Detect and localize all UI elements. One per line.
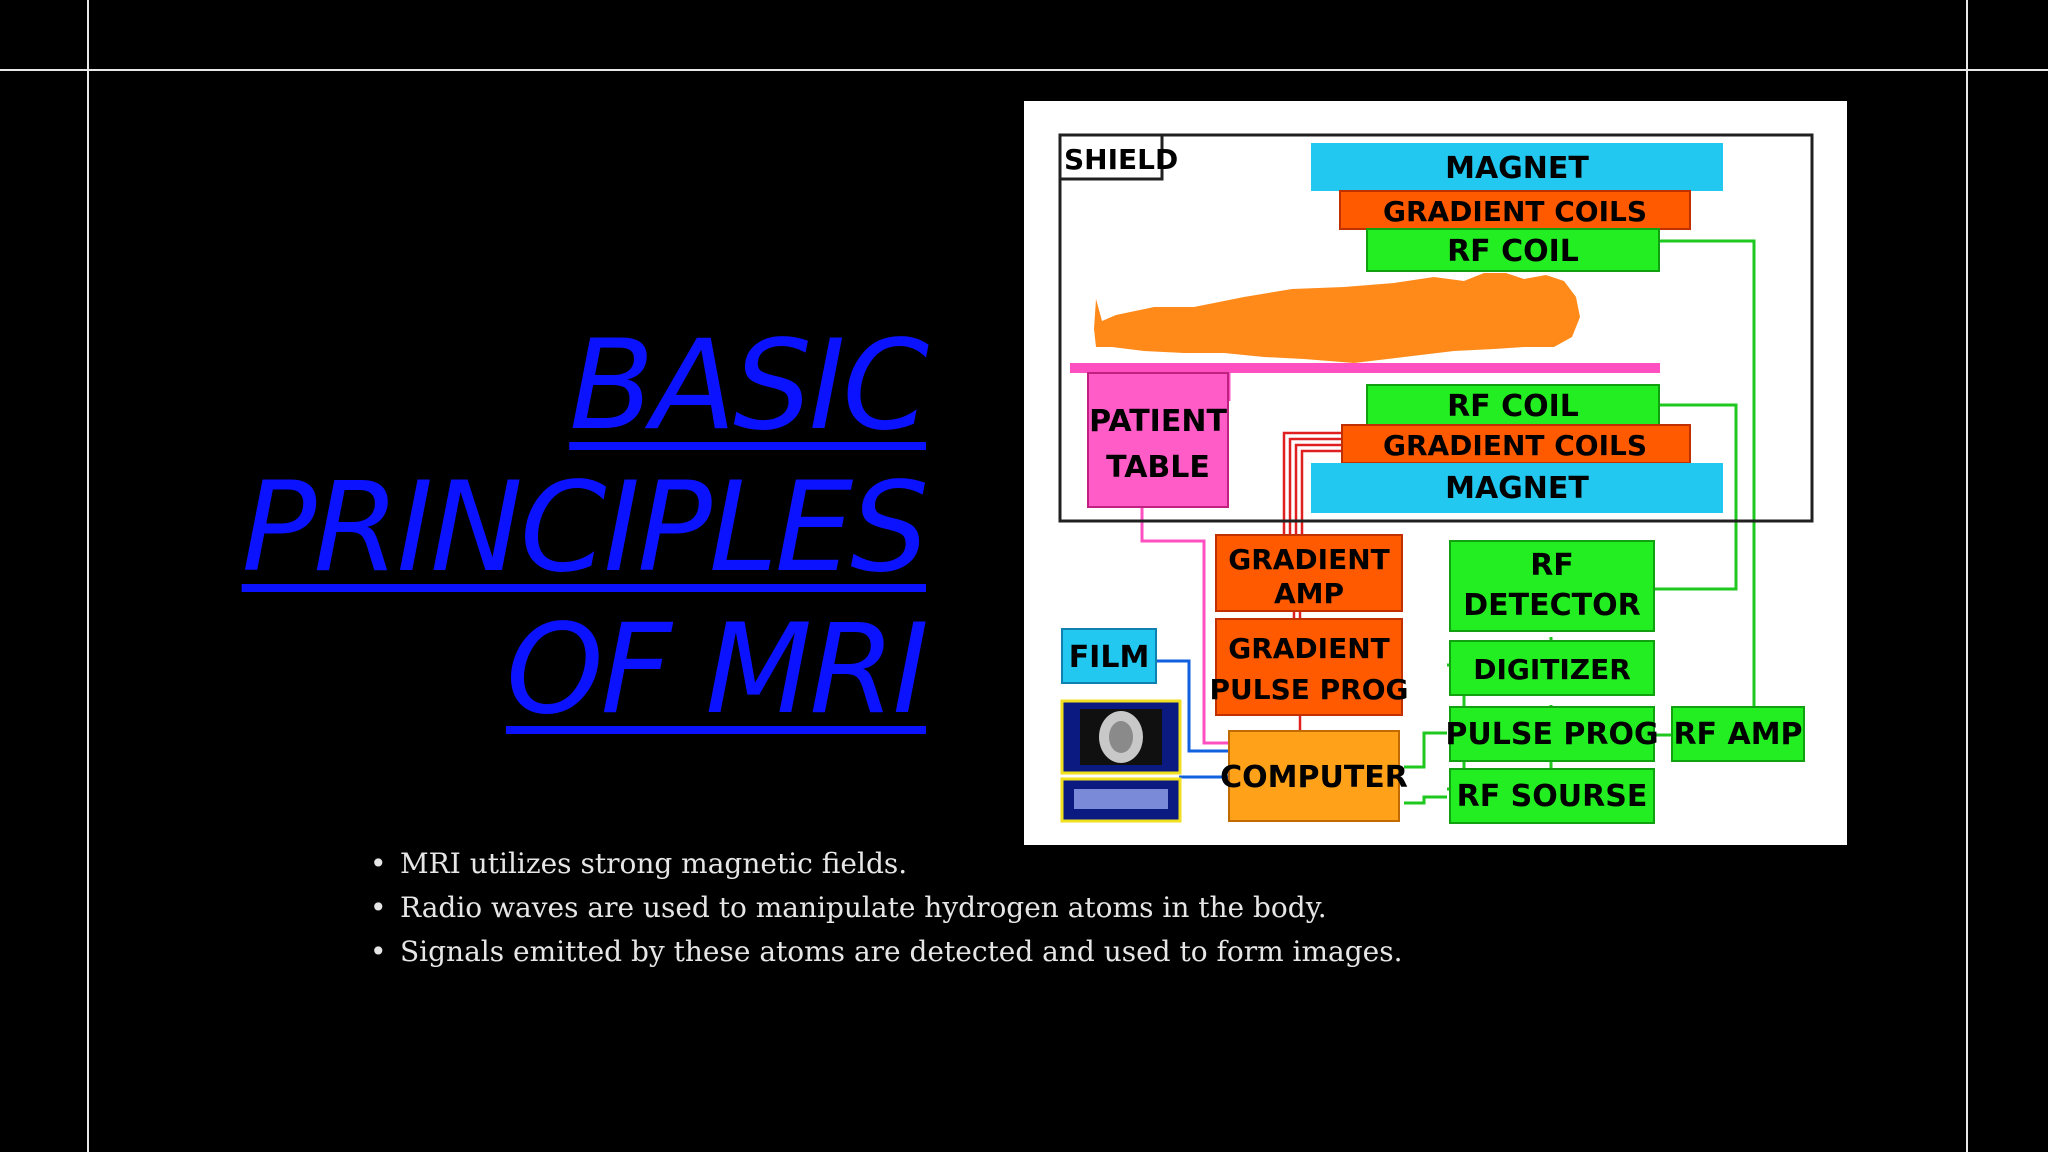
bullet-item: MRI utilizes strong magnetic fields. xyxy=(370,842,1403,886)
gradient-pulse-prog-label-1: GRADIENT xyxy=(1228,632,1390,665)
magnet-top-label: MAGNET xyxy=(1445,151,1589,186)
rf-detector-label-2: DETECTOR xyxy=(1463,588,1640,623)
rf-coil-top-label: RF COIL xyxy=(1447,234,1579,269)
title-line-1: BASIC xyxy=(569,314,929,459)
patient-table xyxy=(1087,372,1229,508)
frame-line-right xyxy=(1966,0,1968,1152)
bullet-item: Signals emitted by these atoms are detec… xyxy=(370,930,1403,974)
rf-sourse-label: RF SOURSE xyxy=(1457,779,1648,814)
rf-amp xyxy=(1671,706,1805,762)
magnet-top xyxy=(1311,143,1723,191)
bullet-item: Radio waves are used to manipulate hydro… xyxy=(370,886,1403,930)
patient-table-top xyxy=(1070,363,1660,373)
mri-block-diagram: SHIELD MAGNET GRADIENT COILS RF COIL PAT… xyxy=(1024,101,1847,845)
rf-coil-bottom xyxy=(1366,384,1660,426)
film-wires xyxy=(1156,659,1229,779)
pulse-prog-label: PULSE PROG xyxy=(1445,717,1658,752)
pulse-prog xyxy=(1449,706,1655,762)
gradient-amp-label-2: AMP xyxy=(1274,577,1344,610)
title-line-3: OF MRI xyxy=(505,598,929,743)
gradient-amp-label-1: GRADIENT xyxy=(1228,543,1390,576)
gradient-coils-top xyxy=(1339,190,1691,230)
rf-coil-bottom-label: RF COIL xyxy=(1447,389,1579,424)
slide-title: BASIC PRINCIPLES OF MRI xyxy=(166,314,929,743)
rf-detector xyxy=(1449,540,1655,632)
gradient-coils-top-label: GRADIENT COILS xyxy=(1383,195,1647,228)
gradient-pulse-prog xyxy=(1215,618,1403,716)
patient-table-label-2: TABLE xyxy=(1106,450,1210,485)
magnet-bottom-label: MAGNET xyxy=(1445,471,1589,506)
rf-detector-label-1: RF xyxy=(1530,548,1574,583)
magnet-bottom xyxy=(1311,463,1723,513)
shield-enclosure xyxy=(1058,133,1814,523)
title-line-2: PRINCIPLES xyxy=(241,456,929,601)
gradient-wires xyxy=(1282,431,1342,731)
computer-label: COMPUTER xyxy=(1220,760,1408,795)
rf-coil-top xyxy=(1366,228,1660,272)
gradient-coils-bottom-label: GRADIENT COILS xyxy=(1383,429,1647,462)
bullet-list: MRI utilizes strong magnetic fields. Rad… xyxy=(370,842,1403,974)
shield-label-box xyxy=(1058,133,1164,181)
gradient-amp xyxy=(1215,534,1403,612)
patient-silhouette xyxy=(1094,273,1580,363)
computer xyxy=(1228,730,1400,822)
film xyxy=(1061,628,1157,684)
digitizer-label: DIGITIZER xyxy=(1473,653,1631,686)
shield-label: SHIELD xyxy=(1064,143,1178,176)
film-label: FILM xyxy=(1069,640,1150,675)
workstation-icon xyxy=(1060,699,1182,823)
digitizer xyxy=(1449,640,1655,696)
patient-table-label-1: PATIENT xyxy=(1089,404,1227,439)
frame-line-top xyxy=(0,69,2048,71)
rf-amp-label: RF AMP xyxy=(1673,717,1802,752)
gradient-pulse-prog-label-2: PULSE PROG xyxy=(1209,673,1408,706)
rf-sourse xyxy=(1449,768,1655,824)
frame-line-left xyxy=(87,0,89,1152)
